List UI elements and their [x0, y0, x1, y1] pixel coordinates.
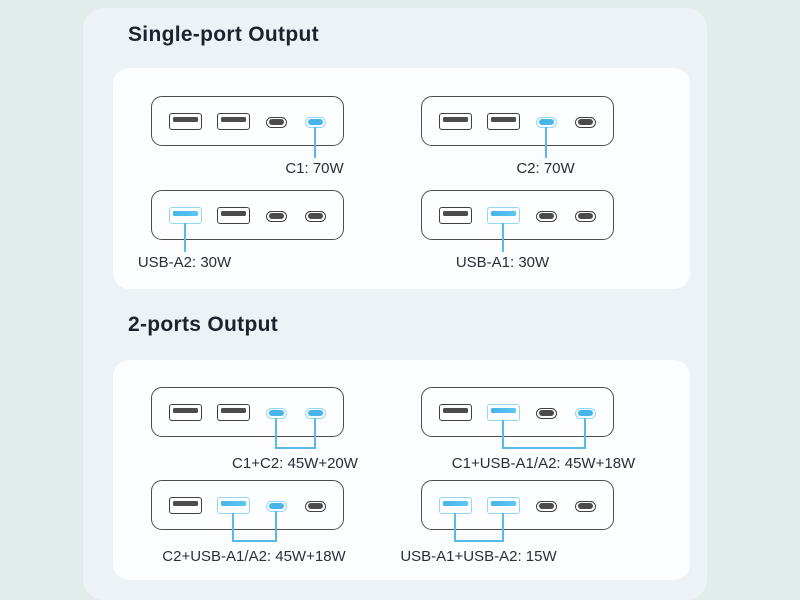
port-c2 — [266, 210, 287, 222]
port-usb-a1-highlighted — [217, 497, 250, 514]
device-diagram — [421, 190, 614, 240]
usb-a-contact — [173, 407, 198, 413]
section-title-single-port: Single-port Output — [128, 23, 319, 46]
port-c2-highlighted — [266, 500, 287, 512]
usb-a-contact — [443, 407, 468, 413]
device-diagram — [421, 96, 614, 146]
usb-c-contact — [269, 410, 284, 416]
usb-c-contact — [308, 410, 323, 416]
port-usb-a2 — [169, 113, 202, 130]
device-diagram — [151, 96, 344, 146]
port-usb-a2 — [439, 113, 472, 130]
usb-c-contact — [269, 503, 284, 509]
section-title-two-ports: 2-ports Output — [128, 313, 279, 336]
usb-a-contact — [491, 407, 516, 413]
port-output-label: C2+USB-A1/A2: 45W+18W — [162, 548, 346, 565]
port-c2 — [536, 210, 557, 222]
callout-line — [501, 223, 504, 252]
port-usb-a1 — [217, 404, 250, 421]
port-usb-a1-highlighted — [487, 207, 520, 224]
usb-c-contact — [269, 119, 284, 125]
device-diagram — [151, 387, 344, 437]
usb-a-contact — [173, 210, 198, 216]
port-c1 — [305, 210, 326, 222]
port-output-label: USB-A1+USB-A2: 15W — [400, 548, 557, 565]
device-diagram — [421, 387, 614, 437]
port-c2 — [536, 500, 557, 512]
port-c2-highlighted — [536, 116, 557, 128]
callout-line — [231, 513, 234, 540]
port-c1-highlighted — [575, 407, 596, 419]
device-diagram — [151, 480, 344, 530]
port-usb-a2-highlighted — [169, 207, 202, 224]
port-c1-highlighted — [305, 407, 326, 419]
usb-a-contact — [173, 116, 198, 122]
usb-c-contact — [539, 503, 554, 509]
port-output-label: USB-A2: 30W — [137, 254, 232, 271]
port-c1-highlighted — [305, 116, 326, 128]
usb-a-contact — [491, 210, 516, 216]
port-usb-a1-highlighted — [487, 497, 520, 514]
usb-c-contact — [578, 213, 593, 219]
port-usb-a1 — [487, 113, 520, 130]
callout-line — [583, 417, 586, 447]
port-output-label: C1+C2: 45W+20W — [232, 455, 358, 472]
port-c2-highlighted — [266, 407, 287, 419]
usb-a-contact — [491, 116, 516, 122]
usb-a-contact — [173, 500, 198, 506]
usb-a-contact — [221, 500, 246, 506]
callout-line — [453, 513, 456, 540]
usb-c-contact — [539, 410, 554, 416]
port-output-label: USB-A1: 30W — [455, 254, 550, 271]
callout-bracket — [501, 447, 586, 449]
port-output-label: C1+USB-A1/A2: 45W+18W — [451, 455, 636, 472]
port-c2 — [266, 116, 287, 128]
callout-bracket — [453, 540, 504, 542]
callout-line — [274, 417, 277, 447]
usb-c-contact — [308, 119, 323, 125]
callout-bracket — [274, 447, 316, 449]
port-c1 — [575, 500, 596, 512]
port-usb-a1 — [217, 207, 250, 224]
port-usb-a2 — [169, 497, 202, 514]
usb-c-contact — [578, 410, 593, 416]
port-c1 — [575, 210, 596, 222]
port-c1 — [305, 500, 326, 512]
port-usb-a1 — [217, 113, 250, 130]
usb-a-contact — [443, 116, 468, 122]
port-usb-a2 — [439, 207, 472, 224]
usb-c-contact — [308, 503, 323, 509]
port-usb-a2 — [169, 404, 202, 421]
usb-a-contact — [443, 210, 468, 216]
usb-c-contact — [308, 213, 323, 219]
callout-line — [274, 510, 277, 540]
port-c2 — [536, 407, 557, 419]
usb-a-contact — [491, 500, 516, 506]
usb-c-contact — [578, 119, 593, 125]
callout-bracket — [231, 540, 277, 542]
callout-line — [501, 513, 504, 540]
usb-c-contact — [578, 503, 593, 509]
device-diagram — [421, 480, 614, 530]
callout-line — [313, 126, 316, 158]
port-usb-a1-highlighted — [487, 404, 520, 421]
port-usb-a2-highlighted — [439, 497, 472, 514]
callout-line — [183, 223, 186, 252]
usb-c-contact — [269, 213, 284, 219]
usb-a-contact — [221, 407, 246, 413]
port-usb-a2 — [439, 404, 472, 421]
usb-c-contact — [539, 213, 554, 219]
usb-a-contact — [221, 210, 246, 216]
port-output-label: C2: 70W — [516, 160, 575, 177]
callout-line — [544, 126, 547, 158]
port-c1 — [575, 116, 596, 128]
usb-a-contact — [221, 116, 246, 122]
callout-line — [501, 420, 504, 447]
callout-line — [313, 417, 316, 447]
port-output-label: C1: 70W — [285, 160, 344, 177]
device-diagram — [151, 190, 344, 240]
usb-a-contact — [443, 500, 468, 506]
usb-c-contact — [539, 119, 554, 125]
